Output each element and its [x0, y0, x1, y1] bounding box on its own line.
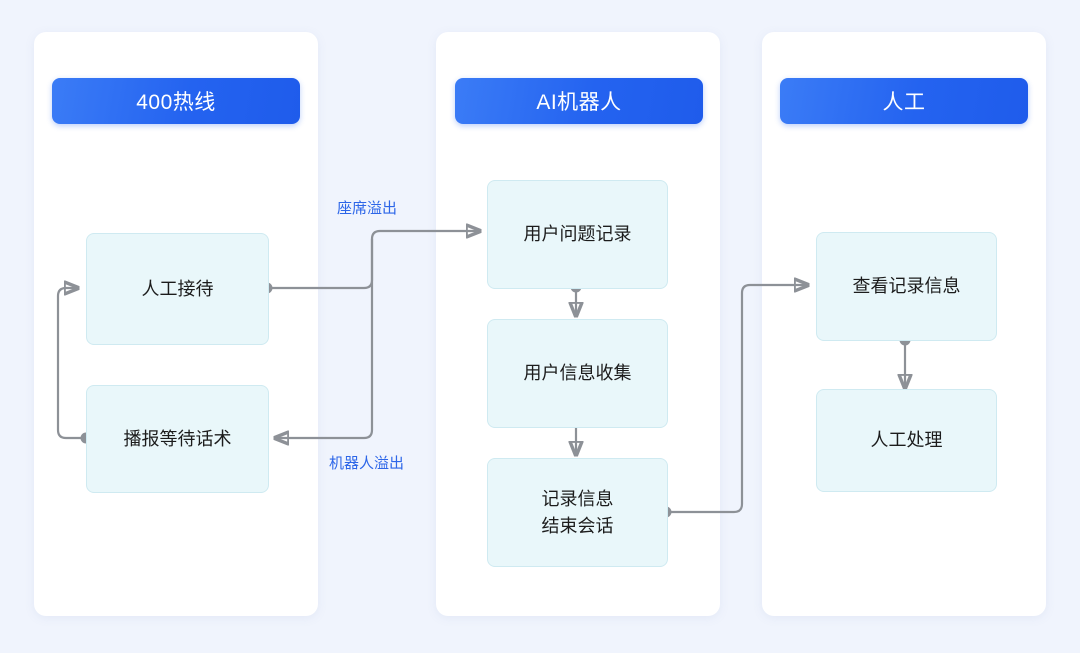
lane-header-hotline[interactable]: 400热线 — [52, 78, 300, 124]
node-manual-handling[interactable]: 人工处理 — [816, 389, 997, 492]
lane-header-ai-robot[interactable]: AI机器人 — [455, 78, 703, 124]
node-view-record-info[interactable]: 查看记录信息 — [816, 232, 997, 341]
edge-label-seat-overflow: 座席溢出 — [337, 200, 398, 217]
node-user-info-collect[interactable]: 用户信息收集 — [487, 319, 668, 428]
node-manual-reception[interactable]: 人工接待 — [86, 233, 269, 345]
edge-label-robot-overflow: 机器人溢出 — [329, 455, 405, 472]
node-play-waiting-script[interactable]: 播报等待话术 — [86, 385, 269, 493]
node-record-end-session[interactable]: 记录信息 结束会话 — [487, 458, 668, 567]
node-user-question-record[interactable]: 用户问题记录 — [487, 180, 668, 289]
lane-header-human-agent[interactable]: 人工 — [780, 78, 1028, 124]
